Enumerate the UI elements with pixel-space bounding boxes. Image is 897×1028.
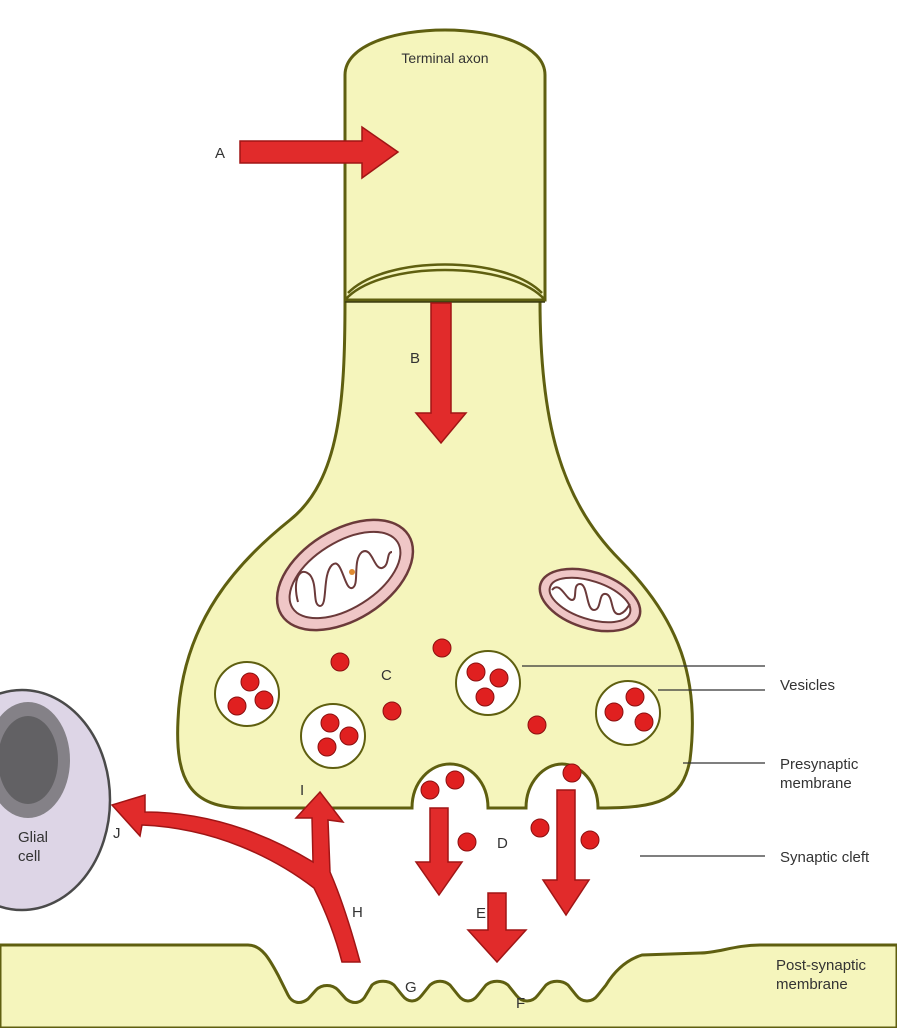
vesicle (301, 704, 365, 768)
terminal-axon-label: Terminal axon (401, 50, 488, 66)
transmitter-molecule (331, 653, 349, 671)
label-b: B (410, 350, 420, 367)
label-e: E (476, 905, 486, 922)
vesicle (215, 662, 279, 726)
glial-label-line1: Glial (18, 829, 48, 846)
label-f: F (516, 995, 525, 1012)
presynaptic-label-line2: membrane (780, 775, 852, 792)
vesicles-label: Vesicles (780, 677, 835, 694)
post-synaptic-label-line1: Post-synaptic (776, 957, 867, 974)
arrow-d-right (543, 790, 589, 915)
transmitter-molecule (528, 716, 546, 734)
label-j: J (113, 825, 121, 842)
transmitter-molecule (433, 639, 451, 657)
synaptic-cleft-label: Synaptic cleft (780, 849, 870, 866)
label-a: A (215, 145, 225, 162)
vesicle (596, 681, 660, 745)
post-synaptic-cell (0, 945, 897, 1028)
arrow-d-left (416, 808, 462, 895)
label-i: I (300, 782, 304, 799)
label-h: H (352, 904, 363, 921)
transmitter-molecule (581, 831, 599, 849)
transmitter-molecule (563, 764, 581, 782)
label-g: G (405, 979, 417, 996)
glial-label-line2: cell (18, 848, 41, 865)
post-synaptic-label-line2: membrane (776, 976, 848, 993)
transmitter-molecule (383, 702, 401, 720)
arrow-h-i-j (112, 792, 360, 962)
label-c: C (381, 667, 392, 684)
arrow-e (468, 893, 526, 962)
transmitter-molecule (531, 819, 549, 837)
presynaptic-label-line1: Presynaptic (780, 756, 859, 773)
label-d: D (497, 835, 508, 852)
transmitter-molecule (446, 771, 464, 789)
glial-cell (0, 690, 110, 910)
transmitter-molecule (421, 781, 439, 799)
transmitter-molecule (458, 833, 476, 851)
vesicle (456, 651, 520, 715)
